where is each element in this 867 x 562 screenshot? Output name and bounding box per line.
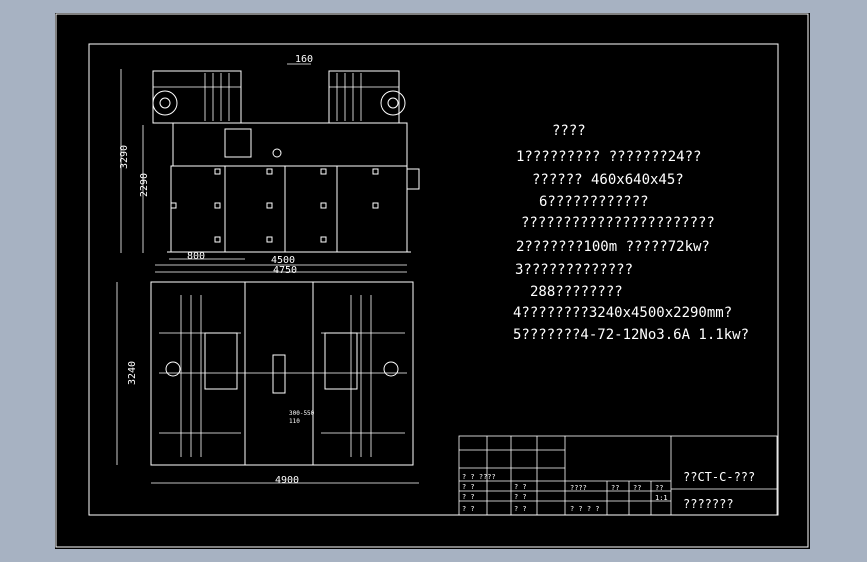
drawing-canvas[interactable]: 160 3290 2290 800 4500 4750 3240 4900 30… [55,13,810,549]
tb-row-d: ? ? [462,505,475,513]
dim-2290: 2290 [139,173,150,197]
dim-3240: 3240 [127,361,138,385]
notes-title: ???? [552,123,586,139]
left-fan-hub [159,97,171,109]
outer-border [55,13,809,548]
tb-row-a: ? ? ???? [462,473,496,481]
tb-row-b: ? ? [462,483,475,491]
right-plan-motor [383,361,399,377]
motor-block [224,128,252,158]
fan-grille [153,73,399,121]
right-motor-frame [324,332,358,390]
left-motor-frame [204,332,238,390]
note-line-7: 288???????? [530,284,623,300]
label-110: 110 [289,418,300,425]
tb-header-3: ?? [633,484,641,492]
tb-cell-d2: ? ? [514,505,527,513]
note-line-6: 3????????????? [515,262,633,278]
dim-4500: 4500 [271,255,295,266]
tb-cell-b2: ? ? [514,483,527,491]
drawing-subtitle: ??????? [683,497,734,511]
front-elevation [120,63,420,273]
right-fan-hub [387,97,399,109]
plan-outline [150,281,414,466]
note-line-5: 2???????100m ?????72kw? [516,239,710,255]
note-line-8: 4????????3240x4500x2290mm? [513,305,732,321]
tb-scale: 1:1 [655,494,668,502]
tb-bottom: ? ? ? ? [570,505,600,513]
drawing-title: ??CT-C-??? [683,470,755,484]
tb-header-2: ?? [611,484,619,492]
left-plan-motor [165,361,181,377]
control-panel [406,168,420,190]
title-block-labels: ? ? ???? ? ? ? ? ? ? ? ? ? ? ? ? ???? ??… [462,473,668,513]
title-block [458,435,778,516]
tray-rails [159,295,405,457]
inner-frame [88,43,779,516]
plan-view [116,281,419,484]
dimension-labels: 160 3290 2290 800 4500 4750 3240 4900 30… [119,54,315,486]
dim-160: 160 [295,54,313,65]
tb-header-4: ?? [655,484,663,492]
note-line-3: 6???????????? [539,194,649,210]
technical-notes: ???? 1????????? ???????24?? ?????? 460x6… [513,123,749,343]
title-block-title: ??CT-C-??? ??????? [683,470,755,511]
right-fan-housing [328,70,400,124]
label-300-550: 300-550 [289,410,315,417]
dim-4900: 4900 [275,475,299,486]
right-fan-wheel [380,90,406,116]
dim-3290: 3290 [119,145,130,169]
dim-800: 800 [187,251,205,262]
oven-cabinet [170,165,408,253]
tb-row-c: ? ? [462,493,475,501]
note-line-1: 1????????? ???????24?? [516,149,701,165]
tb-header-1: ???? [570,484,587,492]
dim-4750: 4750 [273,265,297,276]
drive-pulley [272,148,282,158]
center-shaft [272,354,286,394]
note-line-4: ??????????????????????? [521,215,715,231]
tb-cell-c2: ? ? [514,493,527,501]
engineering-drawing: 160 3290 2290 800 4500 4750 3240 4900 30… [55,13,809,548]
note-line-2: ?????? 460x640x45? [532,172,684,188]
door-handles [170,168,379,243]
left-fan-wheel [152,90,178,116]
note-line-9: 5???????4-72-12No3.6A 1.1kw? [513,327,749,343]
upper-body [172,122,408,167]
